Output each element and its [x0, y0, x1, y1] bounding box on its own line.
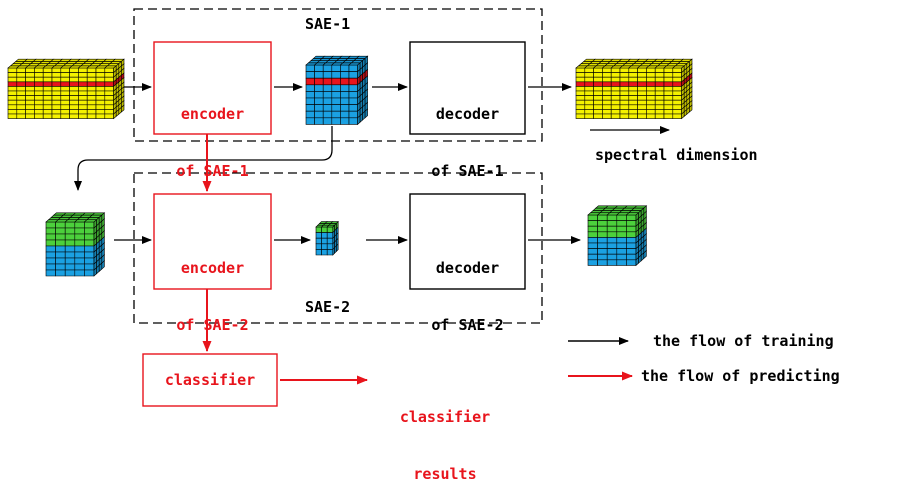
- spectral-dimension-label: spectral dimension: [595, 146, 758, 164]
- decoder-sae2-box: [409, 193, 526, 290]
- classifier-label: classifier: [164, 371, 256, 389]
- input-cube-sae2: [45, 212, 106, 277]
- encoder-sae1-label-line1: encoder: [180, 105, 245, 123]
- decoder-sae1-label: decoder of SAE-1: [410, 67, 525, 200]
- arrow-code1-to-input2: [74, 126, 333, 191]
- classifier-results-label: classifier results: [370, 370, 520, 503]
- classifier-box: [142, 353, 278, 407]
- sae2-container: [133, 172, 543, 324]
- encoder-sae2-label-line1: encoder: [180, 259, 245, 277]
- classifier-results-line2: results: [413, 465, 477, 483]
- decoder-sae1-label-line1: decoder: [435, 105, 500, 123]
- sae2-title: SAE-2: [305, 298, 351, 316]
- sae1-container: [133, 8, 543, 142]
- encoder-sae2-label-line2: of SAE-2: [176, 316, 249, 334]
- decoder-sae2-label-line1: decoder: [435, 259, 500, 277]
- sae1-title: SAE-1: [305, 15, 351, 33]
- encoder-sae2-box: [153, 193, 272, 290]
- decoder-sae2-label-line2: of SAE-2: [431, 316, 504, 334]
- legend-training-label: the flow of training: [653, 332, 834, 350]
- diagram-canvas: [7, 8, 693, 407]
- decoder-sae1-box: [409, 41, 526, 135]
- classifier-results-line1: classifier: [399, 408, 491, 426]
- code-cube-sae2: [315, 220, 339, 256]
- code-cube-sae1: [305, 55, 369, 126]
- legend-predicting-label: the flow of predicting: [641, 367, 840, 385]
- output-cube-sae2: [587, 205, 648, 267]
- decoder-sae2-label: decoder of SAE-2: [410, 221, 525, 354]
- encoder-sae1-label: encoder of SAE-1: [154, 67, 271, 200]
- input-cube-sae1: [7, 58, 125, 120]
- encoder-sae2-label: encoder of SAE-2: [154, 221, 271, 354]
- output-cube-sae1: [575, 58, 693, 120]
- encoder-sae1-box: [153, 41, 272, 135]
- encoder-sae1-label-line2: of SAE-1: [176, 162, 249, 180]
- decoder-sae1-label-line2: of SAE-1: [431, 162, 504, 180]
